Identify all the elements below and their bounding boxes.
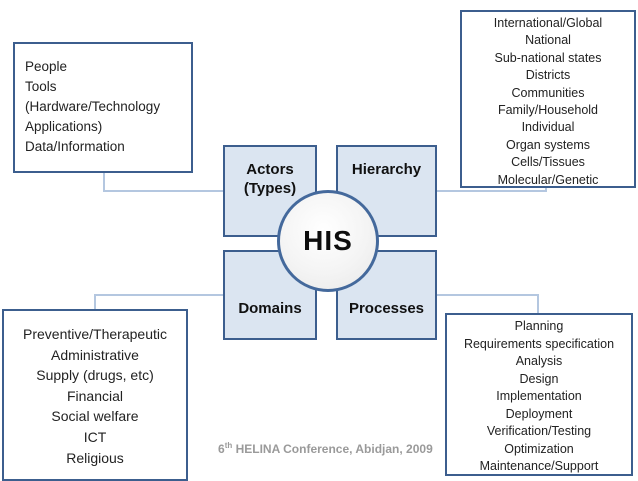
connector-processes-vertical bbox=[537, 294, 539, 314]
his-center-circle: HIS bbox=[277, 190, 379, 292]
quadrant-actors-label-line1: Actors bbox=[246, 161, 294, 178]
list-item: Financial bbox=[66, 387, 124, 404]
connector-domains-vertical bbox=[94, 296, 96, 310]
list-item: Design bbox=[519, 371, 559, 386]
list-item: International/Global bbox=[493, 16, 603, 30]
list-item: Administrative bbox=[51, 346, 139, 363]
connector-hierarchy-vertical bbox=[545, 186, 547, 192]
connector-actors-horizontal bbox=[103, 190, 225, 192]
list-item: Deployment bbox=[505, 406, 573, 421]
connector-domains-horizontal bbox=[94, 294, 225, 296]
list-item: People bbox=[25, 59, 68, 74]
list-item: Maintenance/Support bbox=[479, 459, 599, 473]
connector-actors-vertical bbox=[103, 173, 105, 191]
list-item: Organ systems bbox=[505, 137, 591, 152]
list-item: Social welfare bbox=[51, 408, 139, 425]
list-item: Supply (drugs, etc) bbox=[36, 367, 154, 384]
quadrant-hierarchy-label: Hierarchy bbox=[351, 161, 422, 178]
connector-hierarchy-horizontal bbox=[437, 190, 547, 192]
list-item: National bbox=[525, 33, 571, 48]
list-item: Sub-national states bbox=[494, 50, 602, 65]
list-item: Requirements specification bbox=[463, 336, 615, 351]
conference-credit-number: 6 bbox=[218, 442, 225, 456]
quadrant-actors-label-line2: (Types) bbox=[243, 180, 297, 197]
domains-list-box: Preventive/Therapeutic Administrative Su… bbox=[2, 309, 188, 481]
list-item: ICT bbox=[83, 428, 107, 445]
list-item: Religious bbox=[66, 449, 124, 466]
list-item: Family/Household bbox=[497, 103, 599, 118]
list-item: Implementation bbox=[496, 389, 582, 403]
conference-credit-text: HELINA Conference, Abidjan, 2009 bbox=[232, 442, 433, 456]
connector-processes-horizontal bbox=[437, 294, 539, 296]
his-center-label: HIS bbox=[303, 225, 353, 256]
quadrant-processes-label: Processes bbox=[348, 300, 425, 317]
list-item: Molecular/Genetic bbox=[497, 172, 599, 187]
list-item: Analysis bbox=[515, 354, 563, 368]
processes-list-box: Planning Requirements specification Anal… bbox=[445, 313, 633, 476]
list-item: Communities bbox=[511, 85, 585, 100]
actors-types-box: People Tools (Hardware/Technology Applic… bbox=[13, 42, 193, 173]
list-item: Preventive/Therapeutic bbox=[23, 326, 167, 342]
list-item: Optimization bbox=[504, 441, 574, 456]
list-item: (Hardware/Technology bbox=[25, 99, 161, 114]
hierarchy-levels-box: International/Global National Sub-nation… bbox=[460, 10, 636, 188]
list-item: Data/Information bbox=[25, 139, 125, 154]
list-item: Planning bbox=[514, 319, 564, 333]
list-item: Districts bbox=[525, 68, 571, 83]
list-item: Tools bbox=[25, 79, 57, 94]
conference-credit-superscript: th bbox=[224, 441, 233, 450]
list-item: Applications) bbox=[25, 119, 103, 134]
conference-credit: 6th HELINA Conference, Abidjan, 2009 bbox=[218, 441, 433, 456]
quadrant-domains-label: Domains bbox=[238, 300, 302, 317]
list-item: Individual bbox=[521, 120, 575, 135]
list-item: Verification/Testing bbox=[486, 424, 592, 438]
list-item: Cells/Tissues bbox=[511, 155, 585, 170]
